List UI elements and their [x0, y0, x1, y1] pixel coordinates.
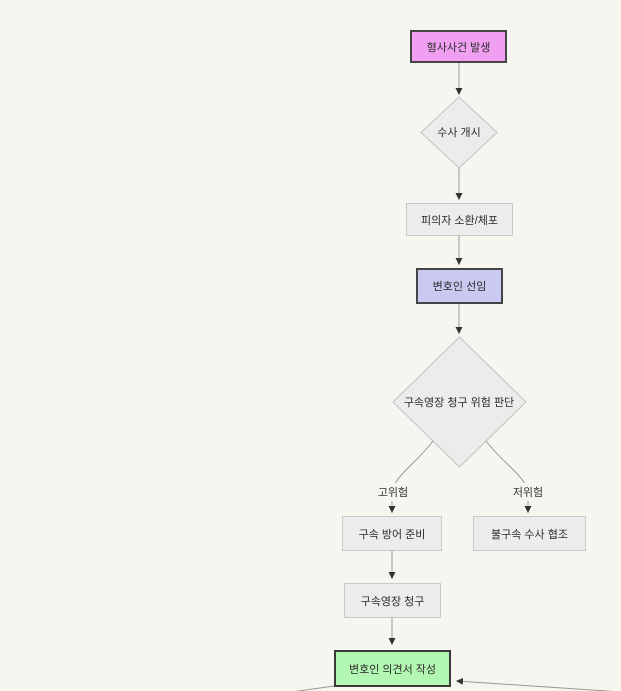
edge-opinion-outgoing-bottom-left [294, 685, 335, 691]
node-investigation-start-label: 수사 개시 [437, 127, 481, 139]
node-suspect-summons-arrest: 피의자 소환/체포 [406, 203, 513, 236]
edge-incoming-bottom-right [455, 677, 615, 691]
node-case-start: 형사사건 발생 [410, 30, 507, 63]
node-suspect-summons-arrest-label: 피의자 소환/체포 [421, 214, 498, 227]
node-counsel-appointment-label: 변호인 선임 [432, 281, 487, 293]
edge-highrisk-branch [388, 440, 434, 514]
node-warrant-request-label: 구속영장 청구 [360, 595, 425, 608]
node-detention-defense-prep: 구속 방어 준비 [342, 516, 442, 551]
node-counsel-opinion-draft-label: 변호인 의견서 작성 [348, 663, 437, 676]
node-warrant-request: 구속영장 청구 [344, 583, 441, 618]
node-warrant-risk-decision-label: 구속영장 청구 위험 판단 [403, 397, 515, 409]
decision-diamond-warrant-risk [392, 336, 527, 468]
edge-lowrisk-branch [485, 440, 532, 514]
node-non-detention-cooperation-label: 불구속 수사 협조 [491, 528, 568, 541]
edge-label-high-risk: 고위험 [374, 483, 412, 501]
node-counsel-opinion-draft: 변호인 의견서 작성 [334, 650, 451, 687]
node-counsel-appointment: 변호인 선임 [416, 268, 503, 304]
node-detention-defense-prep-label: 구속 방어 준비 [358, 528, 426, 541]
node-non-detention-cooperation: 불구속 수사 협조 [473, 516, 586, 551]
node-case-start-label: 형사사건 발생 [426, 41, 491, 54]
edge-label-low-risk: 저위험 [509, 483, 547, 501]
